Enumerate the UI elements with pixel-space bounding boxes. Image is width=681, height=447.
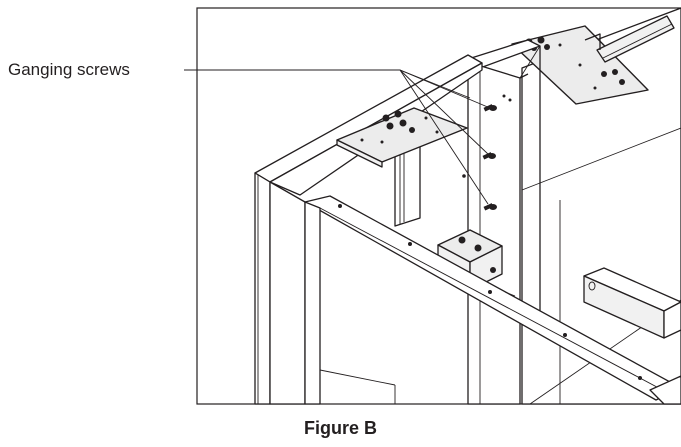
back-rail (584, 15, 675, 63)
front-rail (304, 195, 681, 405)
figure-frame (196, 7, 681, 405)
ganging-screws (462, 104, 497, 211)
panel-drawing (254, 7, 681, 405)
left-connector-plate (336, 107, 468, 168)
floor-lines (319, 291, 516, 404)
screw (483, 203, 497, 211)
callout-leaders (184, 69, 491, 205)
side-bracket (583, 267, 681, 339)
left-panel-face (254, 172, 306, 405)
screw (482, 152, 496, 160)
ganging-screws-label: Ganging screws (8, 60, 130, 79)
figure-caption: Figure B (303, 418, 377, 438)
